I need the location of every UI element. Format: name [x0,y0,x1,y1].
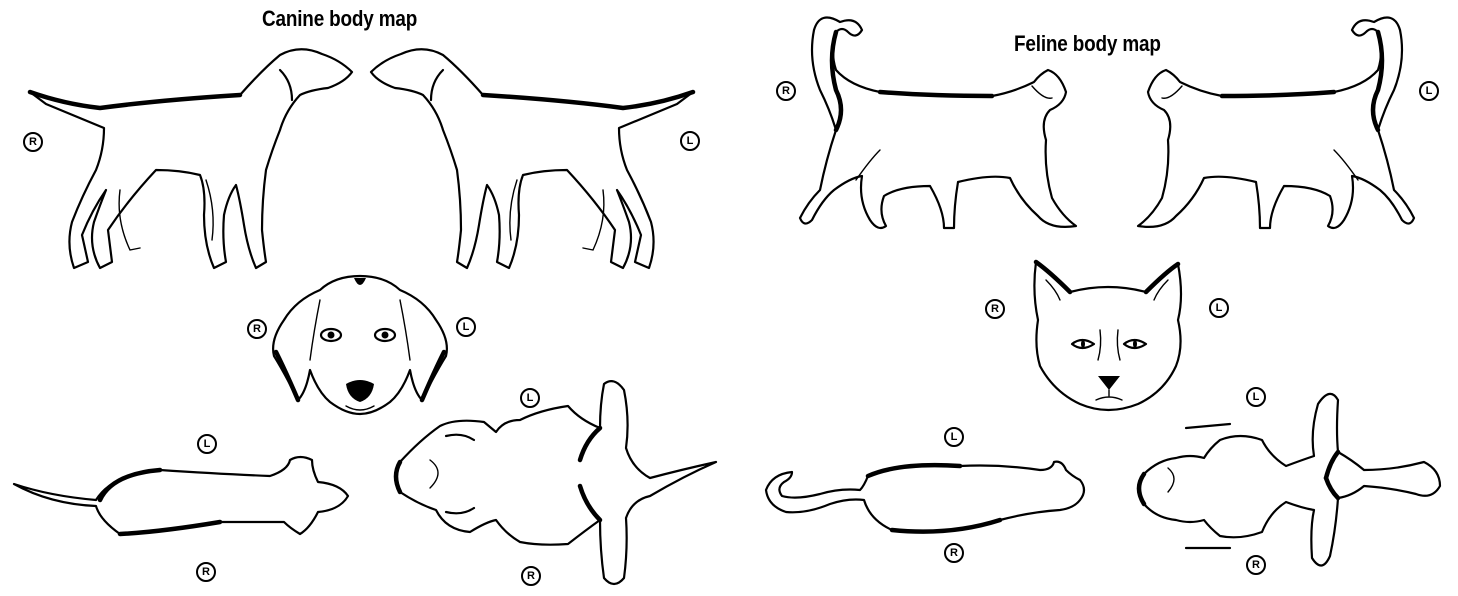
feline-right-marker: R [776,81,796,101]
canine-right-marker: R [23,132,43,152]
dog-dorsal-icon [396,381,716,584]
dog-lateral-top-icon [14,457,348,534]
cat-dorsal-right-marker: R [1246,555,1266,575]
cat-lateral-left-marker: L [944,427,964,447]
feline-title: Feline body map [1014,31,1161,57]
dog-left-side-icon [371,49,693,268]
feline-left-marker: L [1419,81,1439,101]
cat-left-side-icon [1138,18,1414,229]
dog-dorsal-right-marker: R [521,566,541,586]
cat-lateral-top-icon [766,462,1084,532]
dog-lateral-left-marker: L [197,434,217,454]
dog-lateral-right-marker: R [196,562,216,582]
cat-face-left-marker: L [1209,298,1229,318]
dog-dorsal-left-marker: L [520,388,540,408]
cat-face-icon [1034,262,1181,410]
cat-lateral-right-marker: R [944,543,964,563]
dog-face-left-marker: L [456,317,476,337]
cat-dorsal-icon [1139,394,1440,566]
cat-face-right-marker: R [985,299,1005,319]
canine-left-marker: L [680,131,700,151]
cat-dorsal-left-marker: L [1246,387,1266,407]
dog-right-side-icon [30,49,352,268]
dog-face-right-marker: R [247,319,267,339]
dog-face-icon [273,276,447,414]
